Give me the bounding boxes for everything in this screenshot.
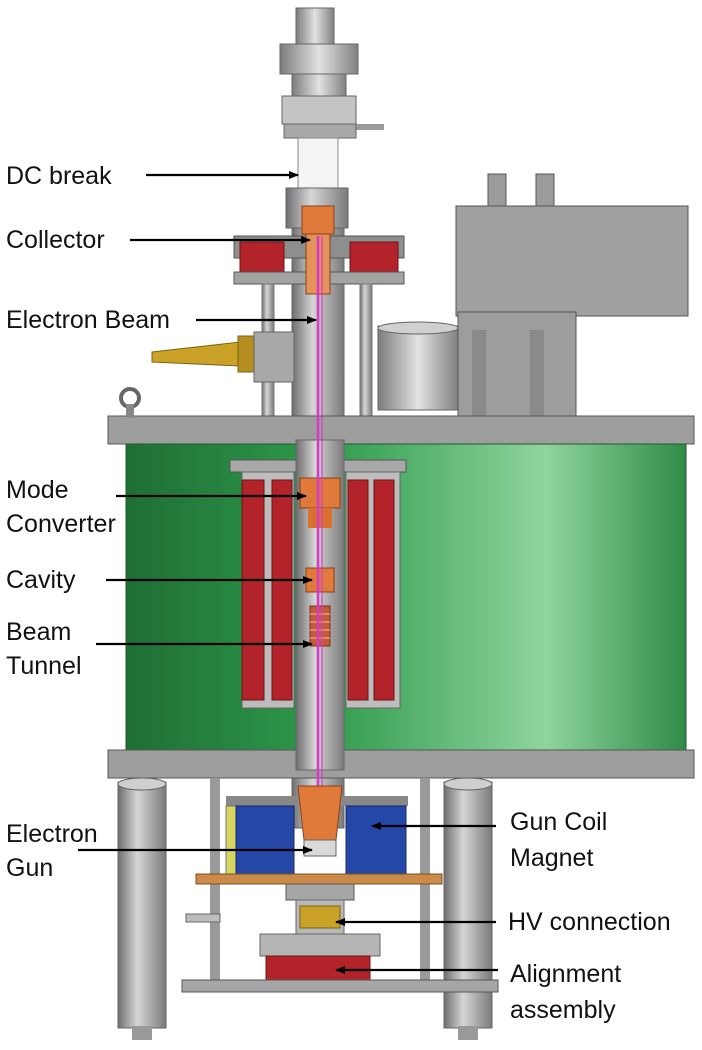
main-magnet-dewar bbox=[125, 443, 687, 751]
label-dc-break-group: DC break bbox=[6, 162, 299, 190]
label-mode-converter-line1: Mode bbox=[6, 476, 69, 504]
label-hv-connection-group: HV connection bbox=[335, 908, 671, 936]
label-mode-converter-group: Mode Converter bbox=[6, 476, 307, 538]
vacuum-pump bbox=[377, 321, 459, 411]
brass-port bbox=[151, 331, 295, 383]
label-collector-group: Collector bbox=[6, 226, 311, 254]
label-collector: Collector bbox=[6, 226, 105, 254]
label-beam-tunnel-line1: Beam bbox=[6, 618, 71, 646]
label-alignment-group: Alignment assembly bbox=[335, 960, 621, 1024]
top-flange-assembly bbox=[279, 7, 384, 139]
label-electron-gun-group: Electron Gun bbox=[6, 820, 313, 882]
label-cavity: Cavity bbox=[6, 566, 76, 594]
electron-gun bbox=[297, 785, 343, 857]
dc-break bbox=[297, 137, 339, 189]
label-gun-coil-line1: Gun Coil bbox=[510, 808, 607, 836]
label-cavity-group: Cavity bbox=[6, 566, 313, 594]
label-electron-gun-line2: Gun bbox=[6, 854, 53, 882]
main-magnet-top-flange bbox=[107, 387, 695, 445]
label-dc-break: DC break bbox=[6, 162, 112, 190]
label-gun-coil-group: Gun Coil Magnet bbox=[371, 808, 607, 872]
copper-plate bbox=[195, 873, 443, 885]
label-electron-gun-line1: Electron bbox=[6, 820, 98, 848]
hv-connection bbox=[185, 883, 355, 935]
label-beam-tunnel-group: Beam Tunnel bbox=[6, 618, 313, 680]
mode-converter-copper bbox=[299, 477, 341, 528]
label-alignment-line2: assembly bbox=[510, 996, 616, 1024]
beam-tunnel-rings bbox=[309, 605, 331, 647]
collector-coil bbox=[233, 235, 405, 285]
electron-beam-line bbox=[316, 236, 323, 850]
label-mode-converter-line2: Converter bbox=[6, 510, 116, 538]
alignment-assembly bbox=[181, 933, 499, 993]
label-alignment-line1: Alignment bbox=[510, 960, 621, 988]
label-electron-beam-group: Electron Beam bbox=[6, 306, 317, 334]
label-gun-coil-line2: Magnet bbox=[510, 844, 593, 872]
main-magnet-bottom-flange bbox=[107, 749, 695, 779]
label-beam-tunnel-line2: Tunnel bbox=[6, 652, 82, 680]
label-electron-beam: Electron Beam bbox=[6, 306, 170, 334]
label-hv-connection: HV connection bbox=[508, 908, 671, 936]
